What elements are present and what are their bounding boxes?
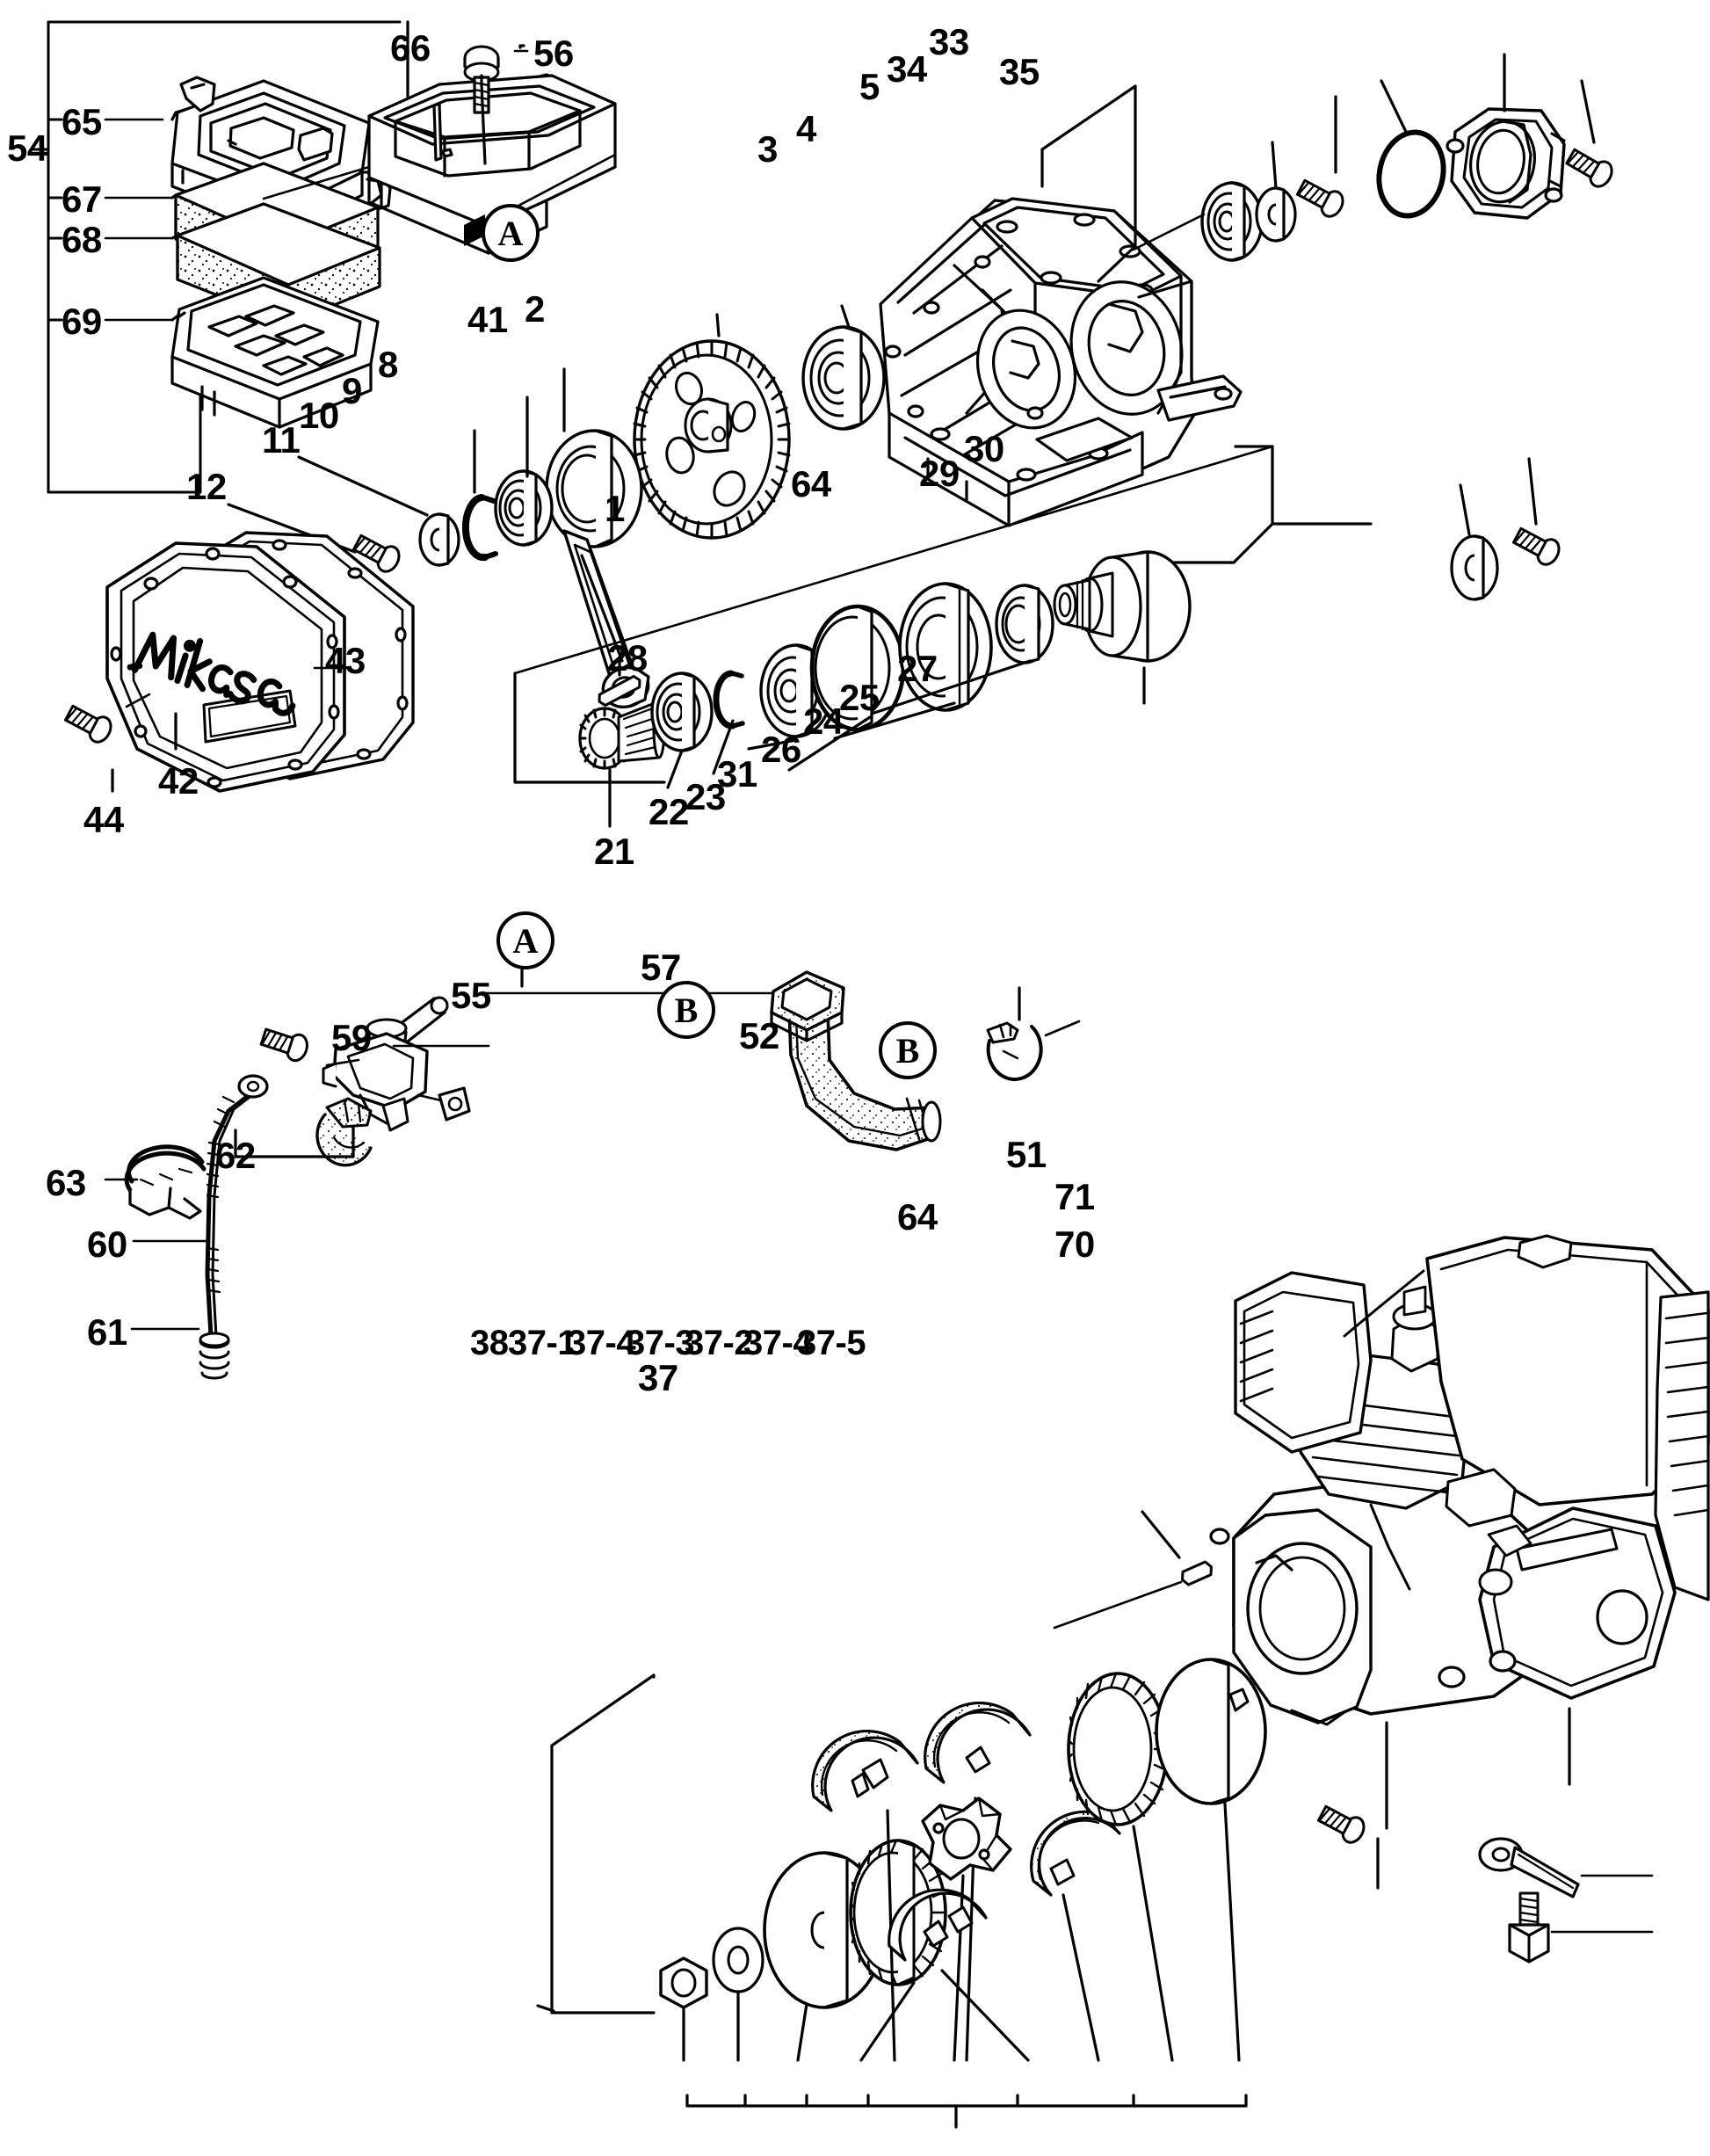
part-label-62: 62 — [215, 1135, 256, 1176]
part-label-26: 26 — [761, 729, 801, 770]
part-label-37-group: 37 — [638, 1357, 678, 1398]
mikasa-logo-artwork — [127, 631, 296, 716]
part-label-4: 4 — [796, 108, 816, 149]
part-label-5: 5 — [859, 66, 880, 107]
part-label-3: 3 — [757, 128, 778, 170]
part-label-34: 34 — [887, 48, 927, 90]
part-label-68: 68 — [62, 219, 102, 260]
part-label-37-4-a: 37-4 — [567, 1324, 636, 1362]
part-label-55: 55 — [451, 975, 491, 1016]
part-label-29: 29 — [919, 453, 960, 494]
part-label-11: 11 — [262, 419, 301, 461]
callout-a-air-cleaner: A — [482, 204, 540, 262]
part-label-67: 67 — [62, 178, 102, 220]
part-label-37-3: 37-3 — [626, 1324, 695, 1362]
part-label-24: 24 — [803, 701, 844, 742]
part-label-8: 8 — [378, 344, 398, 385]
part-label-44: 44 — [83, 799, 124, 840]
part-label-60: 60 — [87, 1223, 127, 1265]
part-label-57: 57 — [641, 947, 681, 988]
part-label-61: 61 — [87, 1311, 127, 1353]
part-label-12: 12 — [186, 466, 227, 507]
part-label-41: 41 — [467, 299, 508, 340]
part-label-65: 65 — [62, 101, 102, 142]
callout-b-engine: B — [879, 1021, 937, 1079]
part-label-33: 33 — [929, 21, 969, 62]
part-label-35: 35 — [999, 51, 1040, 92]
part-label-37-4-b: 37-4 — [743, 1324, 813, 1362]
part-label-25: 25 — [839, 677, 880, 718]
part-label-31: 31 — [717, 753, 757, 795]
callout-a-intake-elbow: A — [496, 911, 554, 969]
part-label-28: 28 — [607, 637, 648, 679]
part-label-37-2: 37-2 — [685, 1324, 754, 1362]
callout-b-clamp: B — [657, 981, 715, 1039]
part-label-27: 27 — [897, 648, 938, 689]
part-label-70: 70 — [1054, 1223, 1095, 1265]
part-label-43: 43 — [325, 640, 366, 681]
part-label-59: 59 — [331, 1017, 372, 1058]
part-label-1: 1 — [605, 488, 625, 529]
part-label-63: 63 — [46, 1162, 86, 1203]
part-label-69: 69 — [62, 301, 102, 342]
part-label-23: 23 — [685, 776, 726, 817]
part-label-52: 52 — [739, 1015, 779, 1056]
part-label-9: 9 — [342, 370, 362, 411]
part-label-38: 38 — [470, 1324, 509, 1362]
part-label-64-upper: 64 — [791, 463, 831, 505]
part-label-54: 54 — [7, 127, 47, 169]
part-label-30: 30 — [964, 428, 1004, 469]
part-label-37-5: 37-5 — [797, 1324, 866, 1362]
part-label-37-1: 37-1 — [508, 1324, 577, 1362]
part-label-64-lower: 64 — [897, 1196, 938, 1238]
part-label-56: 56 — [533, 33, 574, 74]
part-label-51: 51 — [1006, 1134, 1047, 1175]
part-label-66: 66 — [390, 27, 431, 69]
part-label-21: 21 — [594, 831, 634, 872]
part-label-22: 22 — [648, 791, 689, 832]
part-label-42: 42 — [158, 760, 199, 802]
part-label-2: 2 — [525, 288, 545, 330]
part-label-10: 10 — [299, 395, 339, 436]
part-label-71: 71 — [1054, 1176, 1095, 1217]
